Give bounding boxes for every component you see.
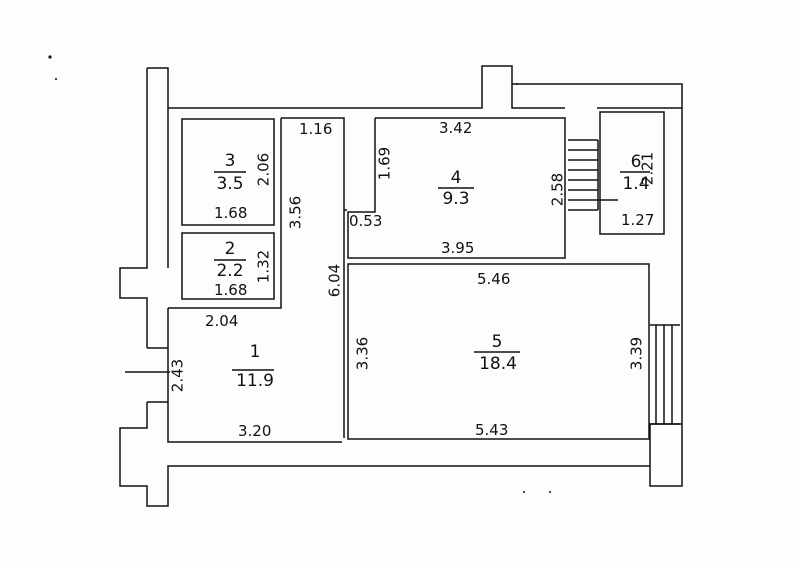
dim-r5-left: 3.36: [353, 336, 372, 371]
room-2-walls: [181, 232, 275, 300]
dim-r5-top: 5.46: [477, 270, 511, 288]
room-5-walls: [347, 263, 650, 440]
dim-r3-bottom: 1.68: [214, 204, 248, 222]
dim-r1-left: 2.43: [168, 358, 187, 393]
dim-r1-top: 2.04: [205, 312, 239, 330]
dim-r6-right: 2.21: [638, 151, 657, 186]
dim-corridor-side: 3.56: [286, 195, 305, 230]
room-6-walls: [599, 111, 665, 235]
dim-r3-right: 2.06: [254, 152, 273, 187]
room-3-area: 3.5: [216, 174, 244, 194]
dim-r2-right: 1.32: [254, 249, 273, 284]
room-5-area: 18.4: [479, 354, 517, 374]
dim-hall-length: 6.04: [325, 263, 344, 298]
dim-r1-bottom: 3.20: [238, 422, 272, 440]
dim-r4-right: 2.58: [548, 172, 567, 207]
entry-door: [125, 347, 170, 403]
room-1-area: 11.9: [236, 371, 274, 391]
dim-corridor-top: 1.16: [299, 120, 333, 138]
room-1-walls: [167, 308, 342, 443]
room-3-number: 3: [224, 151, 236, 171]
dim-r4-left: 1.69: [375, 146, 394, 181]
room-6-number: 6: [630, 152, 642, 172]
stairs-right: [650, 324, 680, 425]
room-4-area: 9.3: [442, 189, 470, 209]
dim-r5-bottom: 5.43: [475, 421, 509, 439]
dim-r6-bottom: 1.27: [621, 211, 655, 229]
inner-wall: [167, 84, 682, 268]
corridor-walls: [168, 117, 347, 438]
dim-r2-bottom: 1.68: [214, 281, 248, 299]
room-4-number: 4: [450, 168, 462, 188]
room-3-walls: [181, 118, 275, 226]
room-6-area: 1.4: [622, 174, 650, 194]
fraction-lines: [214, 171, 650, 371]
room-2-number: 2: [224, 239, 236, 259]
room-1-number: 1: [249, 342, 261, 362]
dim-r4-top: 3.42: [439, 119, 473, 137]
stairs-4-6: [568, 139, 618, 211]
dim-niche: 0.53: [349, 212, 383, 230]
dim-r5-right: 3.39: [627, 336, 646, 371]
dim-r4-bottom: 3.95: [441, 239, 475, 257]
room-5-number: 5: [491, 332, 503, 352]
outer-wall: [119, 65, 683, 507]
room-4-walls: [347, 117, 566, 259]
room-2-area: 2.2: [216, 261, 244, 281]
